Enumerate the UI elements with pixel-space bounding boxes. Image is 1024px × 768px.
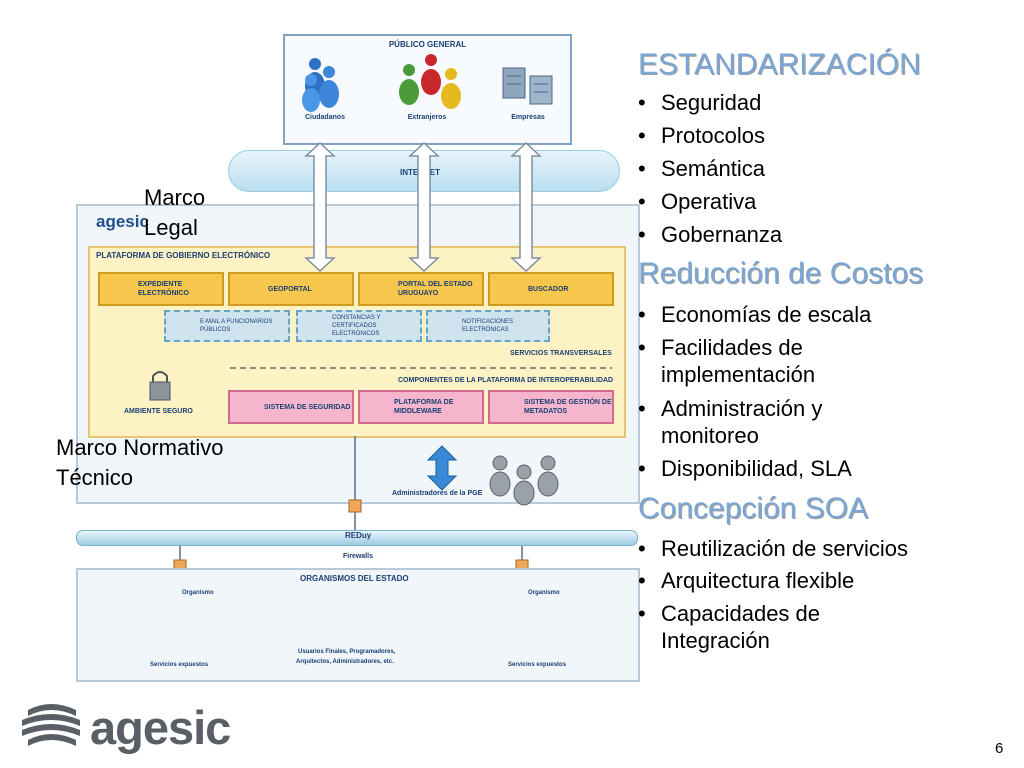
foreigners-icon	[399, 54, 461, 109]
architecture-diagram: PÚBLICO GENERAL Ciudadanos Ex	[76, 34, 640, 682]
section-title-estandarizacion: ESTANDARIZACIÓN	[638, 48, 921, 81]
admins-label: Administradores de la PGE	[392, 490, 483, 497]
service-constancias: CONSTANCIAS Y CERTIFICADOS ELECTRÓNICOS	[296, 310, 422, 342]
platform-title: PLATAFORMA DE GOBIERNO ELECTRÓNICO	[96, 251, 271, 260]
module-buscador: BUSCADOR	[488, 272, 614, 306]
agesic-small-logo: agesic	[96, 212, 149, 231]
component-seguridad: SISTEMA DE SEGURIDAD	[228, 390, 354, 424]
module-expediente: EXPEDIENTE ELECTRÓNICO	[98, 272, 224, 306]
marco-legal-label-2: Legal	[144, 215, 198, 240]
services-exposed-left: Servicios expuestos	[150, 662, 209, 668]
service-email: E-MAIL A FUNCIONARIOS PÚBLICOS	[164, 310, 290, 342]
module-geoportal: GEOPORTAL	[228, 272, 354, 306]
service-notificaciones: NOTIFICACIONES ELECTRÓNICAS	[426, 310, 550, 342]
marco-normativo-label-1: Marco Normativo	[56, 435, 224, 460]
reduy-band	[76, 530, 638, 546]
firewalls-label: Firewalls	[343, 553, 373, 560]
organismos-frame	[76, 568, 640, 682]
arrow-icon	[510, 141, 542, 273]
section-title-reduccion: Reducción de Costos	[638, 257, 924, 290]
component-middleware: PLATAFORMA DE MIDDLEWARE	[358, 390, 484, 424]
marco-normativo-label-2: Técnico	[56, 465, 134, 490]
reduy-label: REDuy	[345, 531, 372, 540]
services-label: SERVICIOS TRANSVERSALES	[510, 350, 612, 357]
lock-icon	[149, 371, 171, 401]
org-label-right: Organismo	[528, 590, 560, 596]
secure-env-label: AMBIENTE SEGURO	[124, 408, 193, 415]
agesic-logo-text: agesic	[90, 701, 231, 754]
arrow-icon	[408, 141, 440, 273]
marco-legal-label-1: Marco	[144, 185, 206, 210]
users-label-1: Usuarios Finales, Programadores,	[298, 649, 396, 655]
organismos-title: ORGANISMOS DEL ESTADO	[300, 574, 409, 583]
interop-label: COMPONENTES DE LA PLATAFORMA DE INTEROPE…	[398, 377, 614, 384]
admin-arrow-icon	[426, 445, 458, 491]
arrow-icon	[304, 141, 336, 273]
citizens-icon	[302, 58, 339, 112]
companies-icon	[502, 67, 553, 105]
publico-general-box: PÚBLICO GENERAL Ciudadanos Ex	[283, 34, 572, 145]
admins-icon	[489, 455, 559, 506]
users-label-2: Arquitectos, Administradores, etc.	[296, 659, 394, 665]
page-number: 6	[995, 740, 1004, 757]
label-empresas: Empresas	[511, 114, 545, 121]
module-portal: PORTAL DEL ESTADO URUGUAYO	[358, 272, 484, 306]
people-icons	[302, 54, 553, 112]
org-label-left: Organismo	[182, 590, 214, 596]
services-exposed-right: Servicios expuestos	[508, 662, 567, 668]
agesic-logo-icon	[22, 704, 80, 746]
label-ciudadanos: Ciudadanos	[304, 114, 346, 121]
label-extranjeros: Extranjeros	[407, 114, 447, 121]
component-metadatos: SISTEMA DE GESTIÓN DE METADATOS	[488, 390, 614, 424]
publico-general-title: PÚBLICO GENERAL	[388, 40, 467, 49]
section-title-soa: Concepción SOA	[638, 492, 869, 525]
